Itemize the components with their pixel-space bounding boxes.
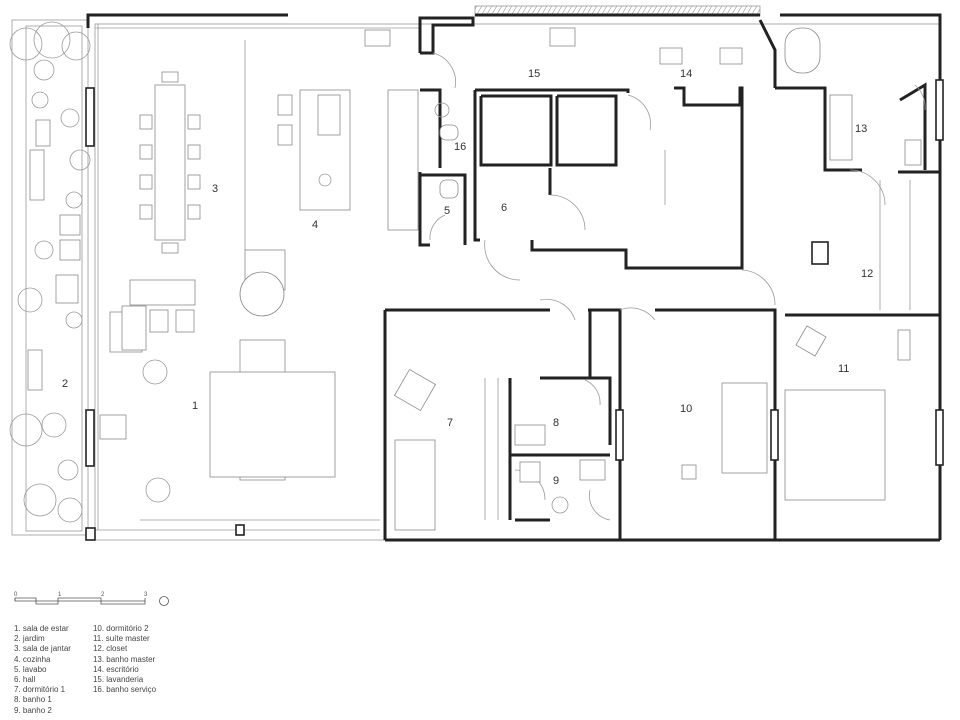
room-legend: 1. sala de estar 2. jardim 3. sala de ja…	[14, 624, 156, 716]
room-label-3: 3	[212, 183, 218, 195]
legend-item: 3. sala de jantar	[14, 644, 71, 654]
room-label-8: 8	[553, 417, 559, 429]
room-label-7: 7	[447, 417, 453, 429]
scale-tick: 0	[14, 592, 18, 598]
legend-item: 12. closet	[92, 644, 128, 654]
walls	[85, 13, 944, 542]
legend-item: 2. jardim	[14, 634, 45, 644]
legend-item: 8. banho 1	[14, 695, 52, 705]
scale-tick: 1	[58, 592, 62, 598]
north-arrow-icon	[159, 596, 169, 606]
legend-item: 5. lavabo	[14, 664, 47, 674]
room-label-10: 10	[680, 403, 692, 415]
legend-column-1: 1. sala de estar 2. jardim 3. sala de ja…	[14, 624, 71, 716]
room-labels: 1 2 3 4 5 6 7 8 9 10 11 12 13 14 15 16	[62, 68, 873, 487]
room-label-15: 15	[528, 68, 540, 80]
legend-item: 15. lavanderia	[92, 675, 144, 685]
room-label-9: 9	[553, 475, 559, 487]
room-label-14: 14	[680, 68, 692, 80]
room-label-5: 5	[444, 205, 450, 217]
legend-item: 1. sala de estar	[14, 624, 69, 633]
room-label-1: 1	[192, 400, 198, 412]
legend-item: 10. dormitório 2	[92, 624, 149, 633]
room-label-2: 2	[62, 378, 68, 390]
legend-item: 9. banho 2	[14, 705, 52, 715]
scale-bar: 0 1 2 3	[14, 592, 169, 606]
scale-tick: 2	[101, 592, 105, 598]
room-label-4: 4	[312, 219, 318, 231]
legend-item: 16. banho serviço	[92, 685, 157, 695]
scale-tick: 3	[144, 592, 148, 598]
legend-item: 4. cozinha	[14, 654, 51, 664]
legend-item: 6. hall	[14, 675, 36, 685]
legend-item: 7. dormitório 1	[14, 685, 66, 695]
garden-vegetation	[9, 19, 91, 536]
furniture	[99, 27, 922, 531]
legend-item: 14. escritório	[92, 664, 139, 674]
legend-column-2: 10. dormitório 2 11. suíte master 12. cl…	[93, 624, 156, 716]
room-label-12: 12	[861, 268, 873, 280]
room-label-11: 11	[838, 363, 849, 375]
room-label-6: 6	[501, 202, 507, 214]
legend-item: 13. banho master	[92, 654, 156, 664]
legend-item: 11. suíte master	[92, 634, 150, 644]
room-label-13: 13	[855, 123, 867, 135]
room-label-16: 16	[454, 141, 466, 153]
